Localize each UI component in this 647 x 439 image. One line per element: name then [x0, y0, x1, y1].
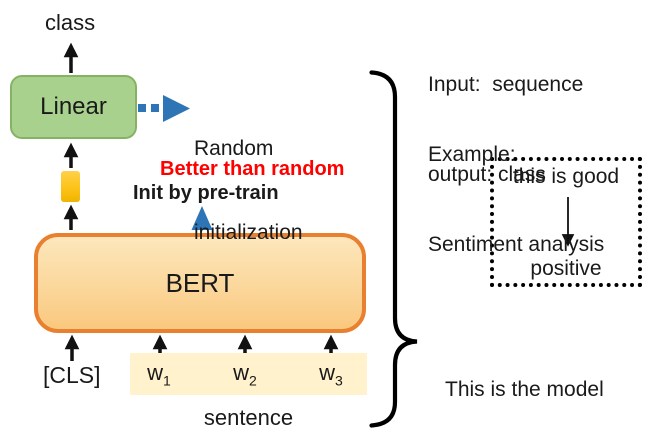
- example-note-line1: Example:: [428, 143, 516, 166]
- better-than-random-note: Better than random: [160, 158, 345, 180]
- example-input-text: this is good: [512, 165, 620, 188]
- linear-layer-box: Linear: [10, 75, 137, 139]
- model-note: This is the model to be learned.: [445, 315, 604, 439]
- token-w1: w1: [147, 360, 171, 389]
- io-note-line1: Input: sequence: [428, 73, 584, 96]
- sentence-highlight-band: [130, 353, 367, 395]
- example-note: Example: Sentiment analysis: [428, 80, 604, 320]
- model-note-line1: This is the model: [445, 378, 604, 401]
- example-dotted-box: [490, 157, 642, 287]
- cls-embedding-box: [61, 171, 80, 202]
- dashed-arrow-right-icon: [138, 95, 190, 122]
- example-note-line2: Sentiment analysis: [428, 233, 605, 256]
- io-note: Input: sequence output: class: [428, 10, 583, 250]
- curly-brace-icon: [369, 70, 418, 428]
- token-w3: w3: [319, 360, 343, 389]
- bert-model-box: BERT: [34, 233, 366, 333]
- example-output-text: positive: [530, 257, 602, 280]
- linear-layer-label: Linear: [40, 93, 107, 120]
- io-note-line2: output: class: [428, 163, 546, 186]
- cls-token-label: [CLS]: [43, 362, 101, 388]
- random-initialization-note: Random initialization: [194, 79, 303, 303]
- random-initialization-line1: Random: [194, 137, 274, 160]
- random-initialization-line2: initialization: [194, 221, 303, 244]
- bert-model-label: BERT: [165, 267, 235, 298]
- sentence-label: sentence: [203, 405, 294, 430]
- token-w2: w2: [233, 360, 257, 389]
- class-output-label: class: [45, 10, 96, 35]
- init-by-pretrain-note: Init by pre-train: [133, 182, 279, 204]
